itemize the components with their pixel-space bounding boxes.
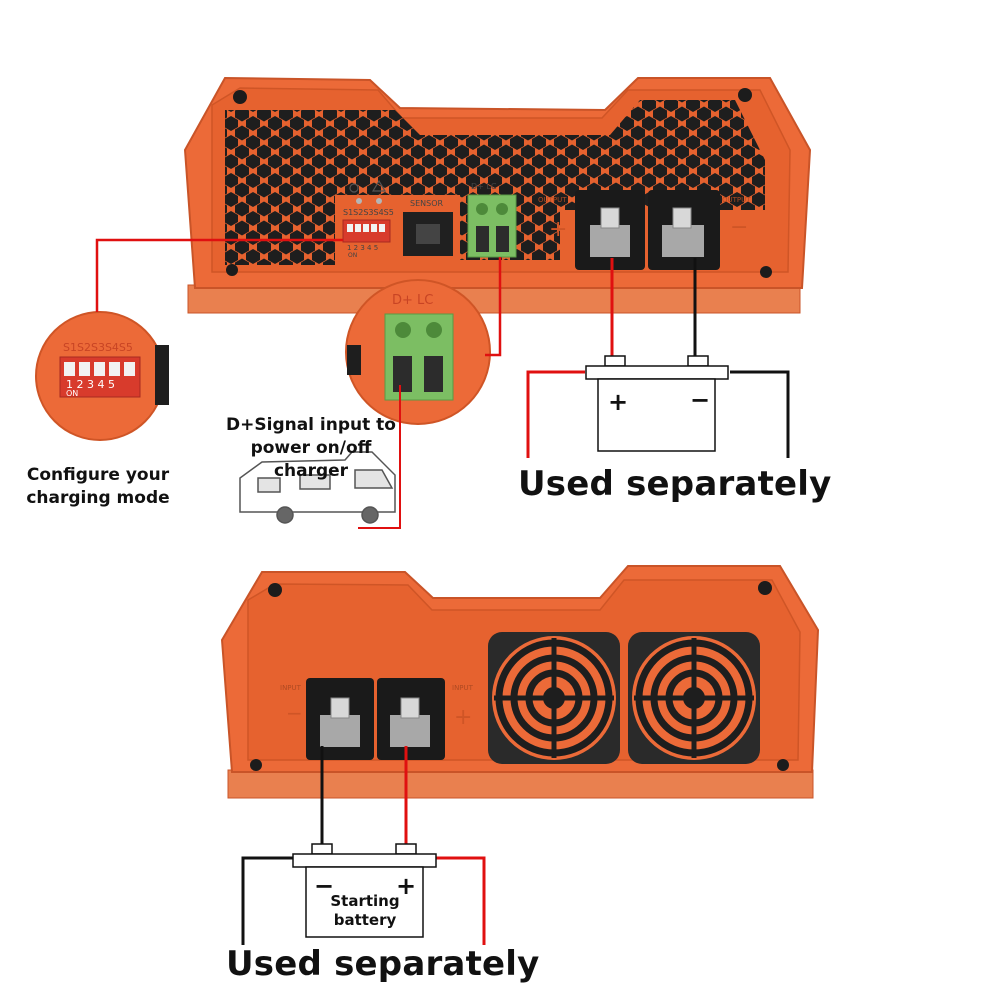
bottom-wiring [241, 746, 486, 945]
screw-icon [226, 264, 238, 276]
output-label-right: OUTPUT [722, 196, 751, 204]
screw-icon [738, 88, 752, 102]
terminal-label: D+ LC [471, 182, 497, 191]
zoom-dip-numbers: 1 2 3 4 5 [66, 378, 115, 391]
warning-led-icon [371, 179, 387, 192]
sensor-label: SENSOR [410, 199, 444, 208]
starting-battery-minus-symbol: − [314, 872, 335, 900]
zoom-dip-on: ON [66, 389, 79, 398]
led-indicator [356, 198, 362, 204]
used-separately-top: Used separately [518, 464, 832, 504]
charging-mode-caption: Configure your charging mode [26, 465, 170, 508]
plus-mark: + [454, 705, 472, 730]
screw-icon [758, 581, 772, 595]
screw-icon [250, 759, 262, 771]
d-plus-signal-caption: D+Signal input to power on/off charger [226, 415, 396, 481]
bottom-battery [292, 843, 437, 938]
zoom-terminal-label: D+ LC [392, 293, 434, 308]
camper-van-icon [239, 451, 396, 524]
starting-battery-label: Starting battery [330, 892, 400, 929]
minus-mark: − [286, 701, 303, 725]
dip-switch-zoom [35, 311, 169, 441]
screw-icon [777, 759, 789, 771]
top-wiring [95, 238, 790, 529]
input-label-left: INPUT [280, 684, 301, 692]
screw-icon [233, 90, 247, 104]
cooling-fan-right [628, 632, 760, 764]
top-battery [585, 355, 729, 452]
led-indicator [376, 198, 382, 204]
minus-mark: − [730, 215, 748, 240]
bottom-charger-unit: − + [220, 565, 820, 799]
starting-battery-plus-symbol: + [396, 872, 417, 900]
cooling-fan-left [488, 632, 620, 764]
dip-switch-numbers: 1 2 3 4 5 [347, 244, 379, 252]
bottom-unit-base-plate [227, 769, 814, 799]
dip-switch-on-label: ON [348, 252, 358, 259]
input-label-right: INPUT [452, 684, 473, 692]
screw-icon [268, 583, 282, 597]
plus-mark: + [549, 217, 567, 242]
battery-plus-symbol: + [608, 388, 629, 416]
dip-switch-label: S1S2S3S4S5 [343, 208, 394, 217]
screw-icon [760, 266, 772, 278]
terminal-zoom [345, 279, 491, 425]
zoom-dip-switch-label: S1S2S3S4S5 [63, 341, 133, 354]
battery-minus-symbol: − [690, 386, 711, 414]
output-label-left: OUTPUT [538, 196, 567, 204]
power-led-icon [349, 183, 359, 193]
used-separately-bottom: Used separately [226, 944, 540, 984]
top-unit-base-plate [187, 284, 801, 314]
dip-switch-levers [347, 224, 385, 232]
top-charger-unit: + − [183, 76, 812, 314]
